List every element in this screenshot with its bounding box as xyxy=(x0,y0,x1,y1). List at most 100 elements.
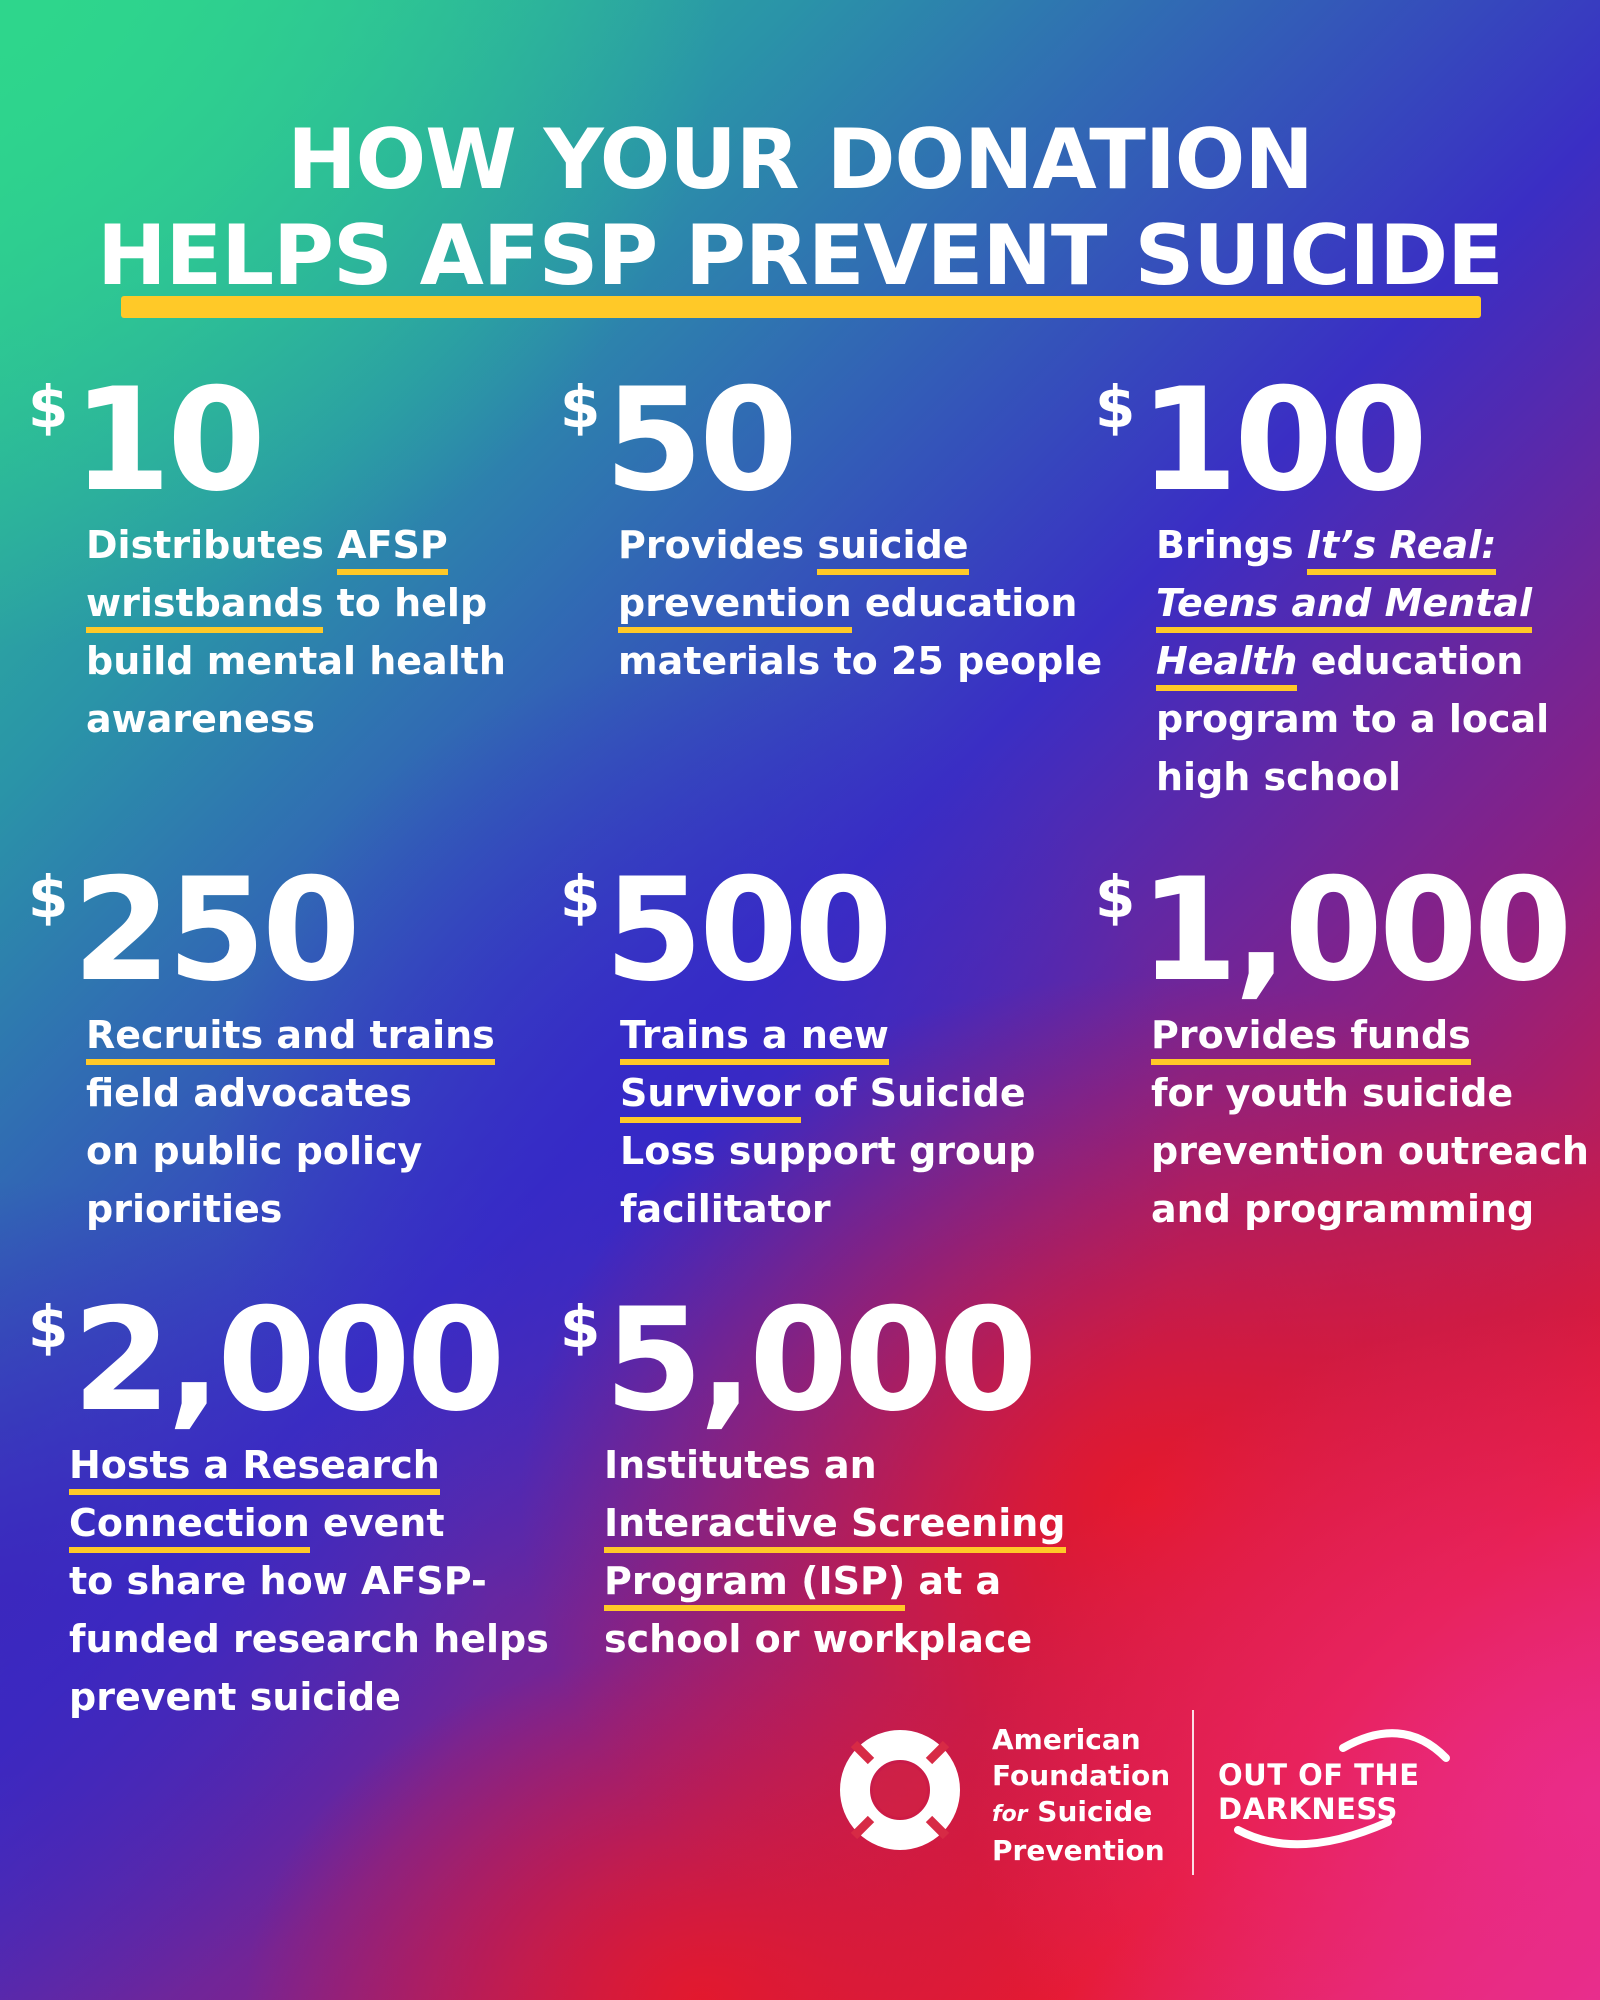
description-text: prevention outreach xyxy=(1151,1129,1589,1173)
highlighted-text: prevention xyxy=(618,581,852,633)
otd-line-1: OUT OF THE xyxy=(1218,1758,1420,1792)
tier-amount: $250 xyxy=(28,856,495,1006)
headline-line-2: HELPS AFSP PREVENT SUICIDE xyxy=(97,207,1504,304)
amount-value: 250 xyxy=(72,848,360,1013)
headline-underline-bar xyxy=(121,296,1481,318)
highlighted-text: Teens and Mental xyxy=(1156,581,1533,633)
highlighted-text: Health xyxy=(1156,639,1298,691)
otd-text: OUT OF THE DARKNESS xyxy=(1218,1758,1446,1826)
description-line: prevention education xyxy=(618,574,1102,633)
description-line: program to a local xyxy=(1156,690,1549,748)
dollar-sign: $ xyxy=(560,1293,601,1361)
description-line: build mental health xyxy=(86,632,506,690)
amount-value: 50 xyxy=(604,358,798,523)
amount-value: 2,000 xyxy=(72,1278,505,1443)
dollar-sign: $ xyxy=(560,863,601,931)
highlighted-text: Interactive Screening xyxy=(604,1501,1066,1553)
highlighted-text: Provides funds xyxy=(1151,1013,1471,1065)
description-text: field advocates xyxy=(86,1071,412,1115)
out-of-the-darkness-logo: OUT OF THE DARKNESS xyxy=(1218,1722,1478,1852)
tier-amount: $5,000 xyxy=(560,1286,1066,1436)
amount-value: 100 xyxy=(1139,358,1427,523)
description-line: Health education xyxy=(1156,632,1549,691)
description-line: high school xyxy=(1156,748,1549,806)
headline-line-1: HOW YOUR DONATION xyxy=(287,111,1314,208)
description-line: and programming xyxy=(1151,1180,1589,1238)
description-line: awareness xyxy=(86,690,506,748)
description-line: funded research helps xyxy=(69,1610,549,1668)
tier-amount: $2,000 xyxy=(28,1286,549,1436)
description-line: Brings It’s Real: xyxy=(1156,516,1549,575)
org-name-line-2: Foundation xyxy=(992,1759,1171,1792)
description-line: Program (ISP) at a xyxy=(604,1552,1066,1611)
description-line: Loss support group xyxy=(620,1122,1035,1180)
description-text: Brings xyxy=(1156,523,1307,567)
dollar-sign: $ xyxy=(28,373,69,441)
amount-value: 10 xyxy=(72,358,266,523)
description-line: prevent suicide xyxy=(69,1668,549,1726)
otd-arc-top xyxy=(1234,1729,1450,1849)
dollar-sign: $ xyxy=(560,373,601,441)
description-line: facilitator xyxy=(620,1180,1035,1238)
footer-logos: American Foundation for Suicide Preventi… xyxy=(830,1710,1490,1880)
dollar-sign: $ xyxy=(1095,863,1136,931)
description-line: materials to 25 people xyxy=(618,632,1102,690)
description-text: of Suicide xyxy=(800,1071,1026,1115)
dollar-sign: $ xyxy=(28,1293,69,1361)
tier-250: $250 Recruits and trains field advocates o… xyxy=(28,856,495,1238)
description-line: Teens and Mental xyxy=(1156,574,1549,633)
headline: HOW YOUR DONATION HELPS AFSP PREVENT SUI… xyxy=(0,112,1600,304)
description-line: Trains a new xyxy=(620,1006,1035,1065)
description-line: on public policy xyxy=(86,1122,495,1180)
description-line: Hosts a Research xyxy=(69,1436,549,1495)
description-text: facilitator xyxy=(620,1187,831,1231)
highlighted-text: Recruits and trains xyxy=(86,1013,495,1065)
description-line: Provides funds xyxy=(1151,1006,1589,1065)
tier-description: Provides funds for youth suicide preventio… xyxy=(1151,1006,1589,1238)
description-line: Provides suicide xyxy=(618,516,1102,575)
description-text: materials to 25 people xyxy=(618,639,1103,683)
tier-amount: $1,000 xyxy=(1095,856,1589,1006)
description-text: for youth suicide xyxy=(1151,1071,1514,1115)
life-ring-icon xyxy=(840,1730,960,1850)
description-text: high school xyxy=(1156,755,1401,799)
description-text: school or workplace xyxy=(604,1617,1033,1661)
description-text: priorities xyxy=(86,1187,283,1231)
description-text: and programming xyxy=(1151,1187,1535,1231)
highlighted-text: Hosts a Research xyxy=(69,1443,440,1495)
tier-1000: $1,000 Provides funds for youth suicide pr… xyxy=(1095,856,1589,1238)
description-text: event xyxy=(309,1501,445,1545)
description-line: field advocates xyxy=(86,1064,495,1122)
description-text: on public policy xyxy=(86,1129,423,1173)
description-text: Provides xyxy=(618,523,818,567)
amount-value: 500 xyxy=(604,848,892,1013)
tier-amount: $10 xyxy=(28,366,506,516)
highlighted-text: Trains a new xyxy=(620,1013,889,1065)
description-text: to help xyxy=(323,581,488,625)
description-text: program to a local xyxy=(1156,697,1550,741)
description-text: awareness xyxy=(86,697,315,741)
description-text: Distributes xyxy=(86,523,338,567)
description-line: Recruits and trains xyxy=(86,1006,495,1065)
tier-amount: $100 xyxy=(1095,366,1549,516)
highlighted-text: Connection xyxy=(69,1501,310,1553)
amount-value: 1,000 xyxy=(1139,848,1572,1013)
description-line: prevention outreach xyxy=(1151,1122,1589,1180)
description-text: to share how AFSP- xyxy=(69,1559,487,1603)
description-line: for youth suicide xyxy=(1151,1064,1589,1122)
org-name-line-3: for Suicide xyxy=(992,1794,1170,1833)
tier-amount: $50 xyxy=(560,366,1102,516)
org-name-for: for xyxy=(992,1802,1028,1827)
afsp-wordmark: American Foundation for Suicide Preventi… xyxy=(992,1722,1170,1869)
